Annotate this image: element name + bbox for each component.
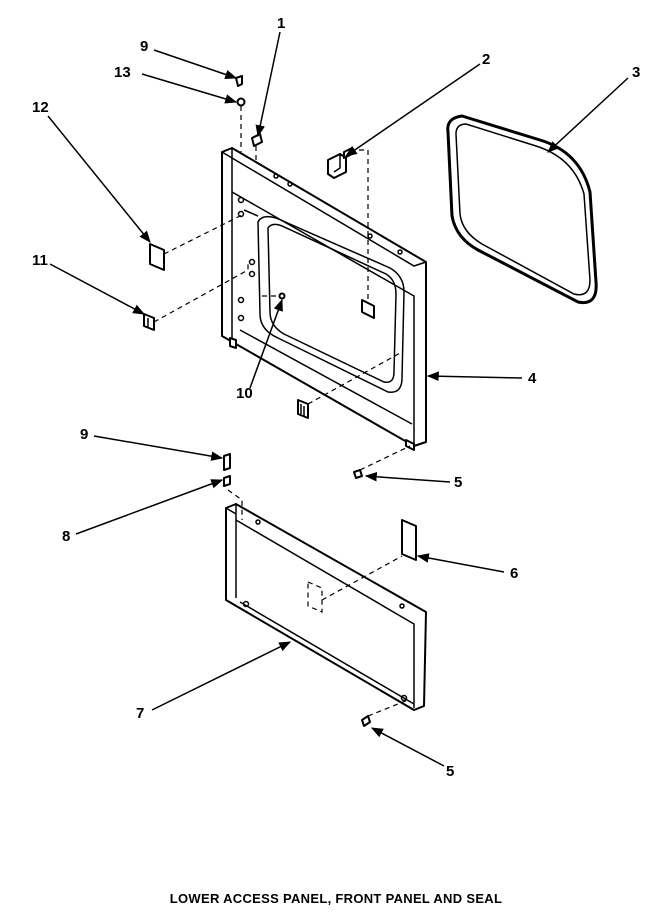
side-clip [143,262,249,331]
latch-part [297,351,403,419]
callout-6: 6 [510,565,518,582]
callout-5-upper: 5 [454,474,462,491]
callout-2: 2 [482,51,490,68]
callout-13: 13 [114,64,131,81]
callout-10: 10 [236,385,253,402]
callout-11: 11 [32,252,48,269]
inner-screw [262,292,286,300]
label-plate [149,213,245,271]
callout-9-upper: 9 [140,38,148,55]
callout-8: 8 [62,528,70,545]
access-panel-screw [361,699,409,727]
diagram-caption: LOWER ACCESS PANEL, FRONT PANEL AND SEAL [170,891,502,906]
callout-9-lower: 9 [80,426,88,443]
lower-access-panel [225,503,427,711]
front-panel [221,147,427,451]
top-screw [235,75,246,152]
callout-5-lower: 5 [446,763,454,780]
callout-7: 7 [136,705,144,722]
callout-3: 3 [632,64,640,81]
callout-12: 12 [32,99,49,116]
lower-panel-screw [223,453,243,520]
callout-1: 1 [277,15,285,32]
door-seal [446,114,598,305]
leader-lines [47,31,629,767]
panel-label [321,519,417,601]
callout-4: 4 [528,370,537,387]
top-bracket [251,133,263,162]
front-panel-screw [353,445,411,479]
